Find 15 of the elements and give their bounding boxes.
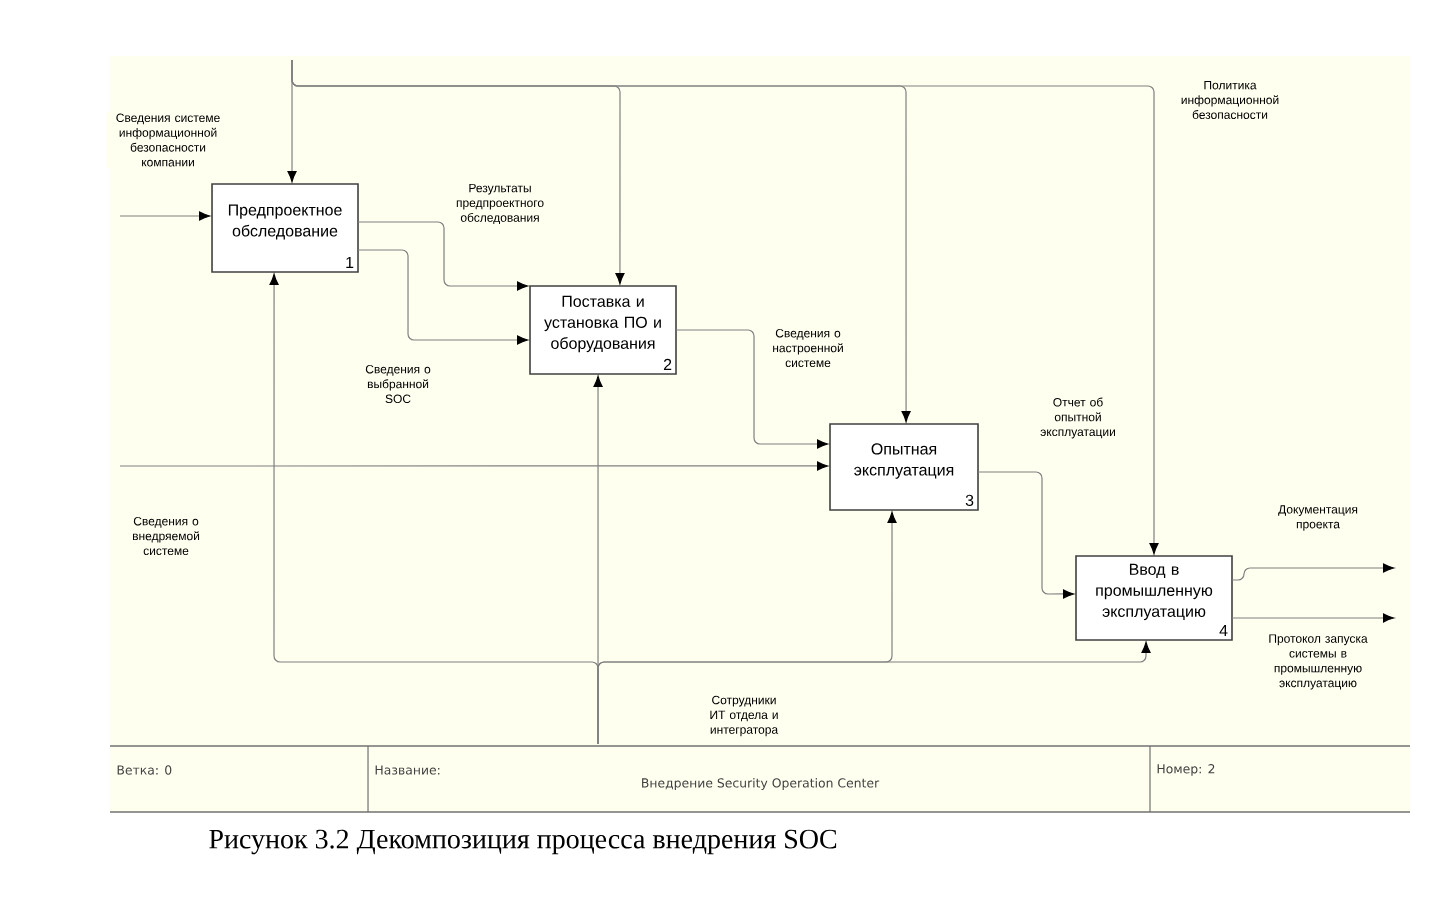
figure-caption: Рисунок 3.2 Декомпозиция процесса внедрения SOC: [209, 829, 837, 855]
arrow: [675, 329, 829, 449]
arrow: [1231, 613, 1395, 623]
arrow: [357, 221, 529, 291]
arrow: [597, 641, 1151, 745]
process-box: Ввод в промышленную эксплуатацию 4: [1075, 555, 1233, 641]
process-box: Поставка и установка ПО и оборудования 2: [529, 285, 677, 375]
arrow: [119, 461, 829, 471]
arrow: [977, 471, 1075, 599]
process-box: Опытная эксплуатация 3: [829, 423, 979, 511]
arrow: [119, 211, 211, 221]
arrow: [357, 249, 529, 345]
arrow: [1231, 563, 1395, 581]
arrow: [291, 59, 1159, 555]
process-box: Предпроектное обследование 1: [211, 183, 359, 273]
